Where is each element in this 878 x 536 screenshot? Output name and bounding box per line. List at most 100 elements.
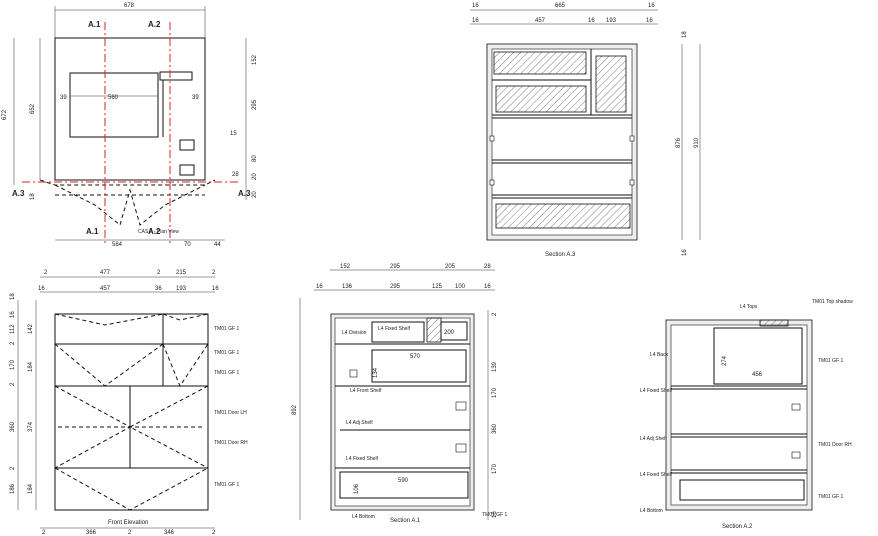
a3-second-drawer — [495, 85, 587, 113]
fe-top-a-4: 215 — [176, 270, 187, 276]
a3-top-part-5: 16 — [646, 18, 653, 24]
a1-title: Section A.1 — [390, 518, 421, 524]
a1-top-a-3: 205 — [445, 264, 456, 270]
a3-bottom-right-dim: 16 — [682, 249, 688, 256]
a1-right-dim-3: 170 — [492, 387, 498, 398]
plan-inner-width: 560 — [108, 95, 119, 101]
plan-view: 678 672 652 18 39 560 39 A.1 A.2 A.1 A.2… — [2, 3, 258, 248]
fe-tag-3: TM01 GF 1 — [214, 370, 240, 376]
plan-inner-depth: 652 — [30, 103, 36, 114]
plan-caption: CAS A - Plan View — [138, 229, 179, 235]
a1-bottom-depth: 590 — [398, 478, 409, 484]
a1-drawer-depth: 570 — [410, 354, 421, 360]
plan-right-dim-2: 295 — [252, 99, 258, 110]
fe-top-b-3: 36 — [155, 286, 162, 292]
fe-bottom-4: 346 — [164, 530, 175, 536]
marker-a3-left: A.3 — [12, 189, 25, 198]
a2-tag-1: TM01 GF 1 — [818, 358, 844, 364]
plan-handle — [159, 71, 193, 81]
a3-top-edge-left: 16 — [472, 3, 479, 9]
a1-top-a-4: 28 — [484, 264, 491, 270]
a2-top-hatch — [759, 319, 789, 327]
fe-top-a-1: 2 — [44, 270, 48, 276]
a2-label-back: L4 Back — [650, 352, 669, 358]
fe-left-inner-3: 374 — [28, 421, 34, 432]
a3-top-overall: 665 — [555, 3, 566, 9]
fe-left-outer-3: 112 — [10, 324, 16, 334]
a1-top-b-1: 16 — [316, 284, 323, 290]
plan-right-dim-5: 20 — [252, 173, 258, 180]
a1-top-a-2: 295 — [390, 264, 401, 270]
plan-right-dim-1: 152 — [252, 54, 258, 65]
plan-base-depth: 18 — [30, 193, 36, 200]
section-a3: 665 16 16 16 457 16 193 16 876 910 18 1 — [470, 3, 701, 258]
a1-top-b-5: 100 — [455, 284, 466, 290]
fe-title: Front Elevation — [108, 520, 148, 526]
fe-left-inner-1: 142 — [28, 323, 34, 334]
a1-right-dim-2: 139 — [492, 361, 498, 372]
a3-top-part-1: 16 — [472, 18, 479, 24]
a2-drawer-box — [713, 327, 803, 385]
a2-top-label: L4 Tops — [740, 304, 758, 310]
plan-right-dim-4: 80 — [252, 155, 258, 162]
fe-left-outer-2: 16 — [10, 311, 16, 318]
a1-drawer — [371, 349, 467, 383]
a1-top-b-4: 125 — [432, 284, 443, 290]
fe-tag-6: TM01 GF 1 — [214, 482, 240, 488]
a1-top-a-1: 152 — [340, 264, 351, 270]
a1-drawer-height: 134 — [373, 367, 379, 378]
a1-top-b-6: 16 — [484, 284, 491, 290]
a3-top-drawer — [493, 51, 587, 75]
a2-label-bottom: L4 Bottom — [640, 508, 663, 514]
a1-right-dim-1: 2 — [492, 312, 498, 316]
a1-top-b-3: 295 — [390, 284, 401, 290]
fe-left-outer-6: 2 — [10, 382, 16, 386]
a1-label-fixed-shelf-top: L4 Fixed Shelf — [378, 326, 411, 332]
fe-top-b-2: 457 — [100, 286, 111, 292]
plan-inner-box — [69, 72, 159, 138]
a2-label-fixed-shelf-2: L4 Fixed Shelf — [640, 472, 673, 478]
fe-bottom-2: 366 — [86, 530, 97, 536]
plan-cabinet-outline — [54, 37, 206, 181]
a3-height-inner: 876 — [676, 137, 682, 148]
a1-top-box-dim: 200 — [444, 330, 455, 336]
fe-tag-2: TM01 GF 1 — [214, 350, 240, 356]
a3-title: Section A.3 — [545, 252, 576, 258]
a1-top-box-hatch — [426, 317, 442, 343]
a3-top-part-3: 16 — [588, 18, 595, 24]
fe-top-b-5: 16 — [212, 286, 219, 292]
a1-tag-bottom: TM01 GF 1 — [482, 512, 508, 518]
a1-height-overall: 892 — [292, 404, 298, 415]
a1-right-dim-6: 16 — [492, 511, 498, 518]
fe-left-inner-2: 184 — [28, 361, 34, 372]
plan-right-dim-6: 28 — [232, 172, 239, 178]
a3-height-overall: 910 — [694, 137, 700, 148]
fe-bottom-3: 2 — [128, 530, 132, 536]
plan-right-offset: 39 — [192, 95, 199, 101]
a1-label-fixed-shelf: L4 Fixed Shelf — [346, 456, 379, 462]
a2-box-height: 274 — [722, 355, 728, 366]
a1-label-adj-shelf: L4 Adj Shelf — [346, 420, 373, 426]
fe-bottom-1: 2 — [42, 530, 46, 536]
marker-a2-top: A.2 — [148, 20, 161, 29]
a1-label-division: L4 Division — [342, 330, 367, 336]
a1-label-front-shelf: L4 Front Shelf — [350, 388, 382, 394]
fe-left-outer-7: 360 — [10, 421, 16, 432]
a1-right-dim-5: 170 — [492, 463, 498, 474]
a3-top-part-2: 457 — [535, 18, 546, 24]
fe-tag-1: TM01 GF 1 — [214, 326, 240, 332]
a1-bottom-height: 106 — [354, 483, 360, 494]
a2-top-tag: TM01 Top shadow — [812, 299, 853, 305]
plan-overall-depth: 672 — [2, 109, 8, 120]
a1-bottom-drawer — [339, 471, 469, 499]
a3-side-compartment — [595, 55, 627, 113]
a2-tag-3: TM01 GF 1 — [818, 494, 844, 500]
a1-right-dim-4: 360 — [492, 423, 498, 434]
plan-bottom-dim-1: 584 — [112, 242, 123, 248]
fe-top-a-5: 2 — [212, 270, 216, 276]
marker-a2-bottom: A.2 — [148, 227, 161, 236]
marker-a1-top: A.1 — [88, 20, 101, 29]
marker-a1-bottom: A.1 — [86, 227, 99, 236]
fe-top-a-3: 2 — [157, 270, 161, 276]
fe-top-b-4: 193 — [176, 286, 187, 292]
